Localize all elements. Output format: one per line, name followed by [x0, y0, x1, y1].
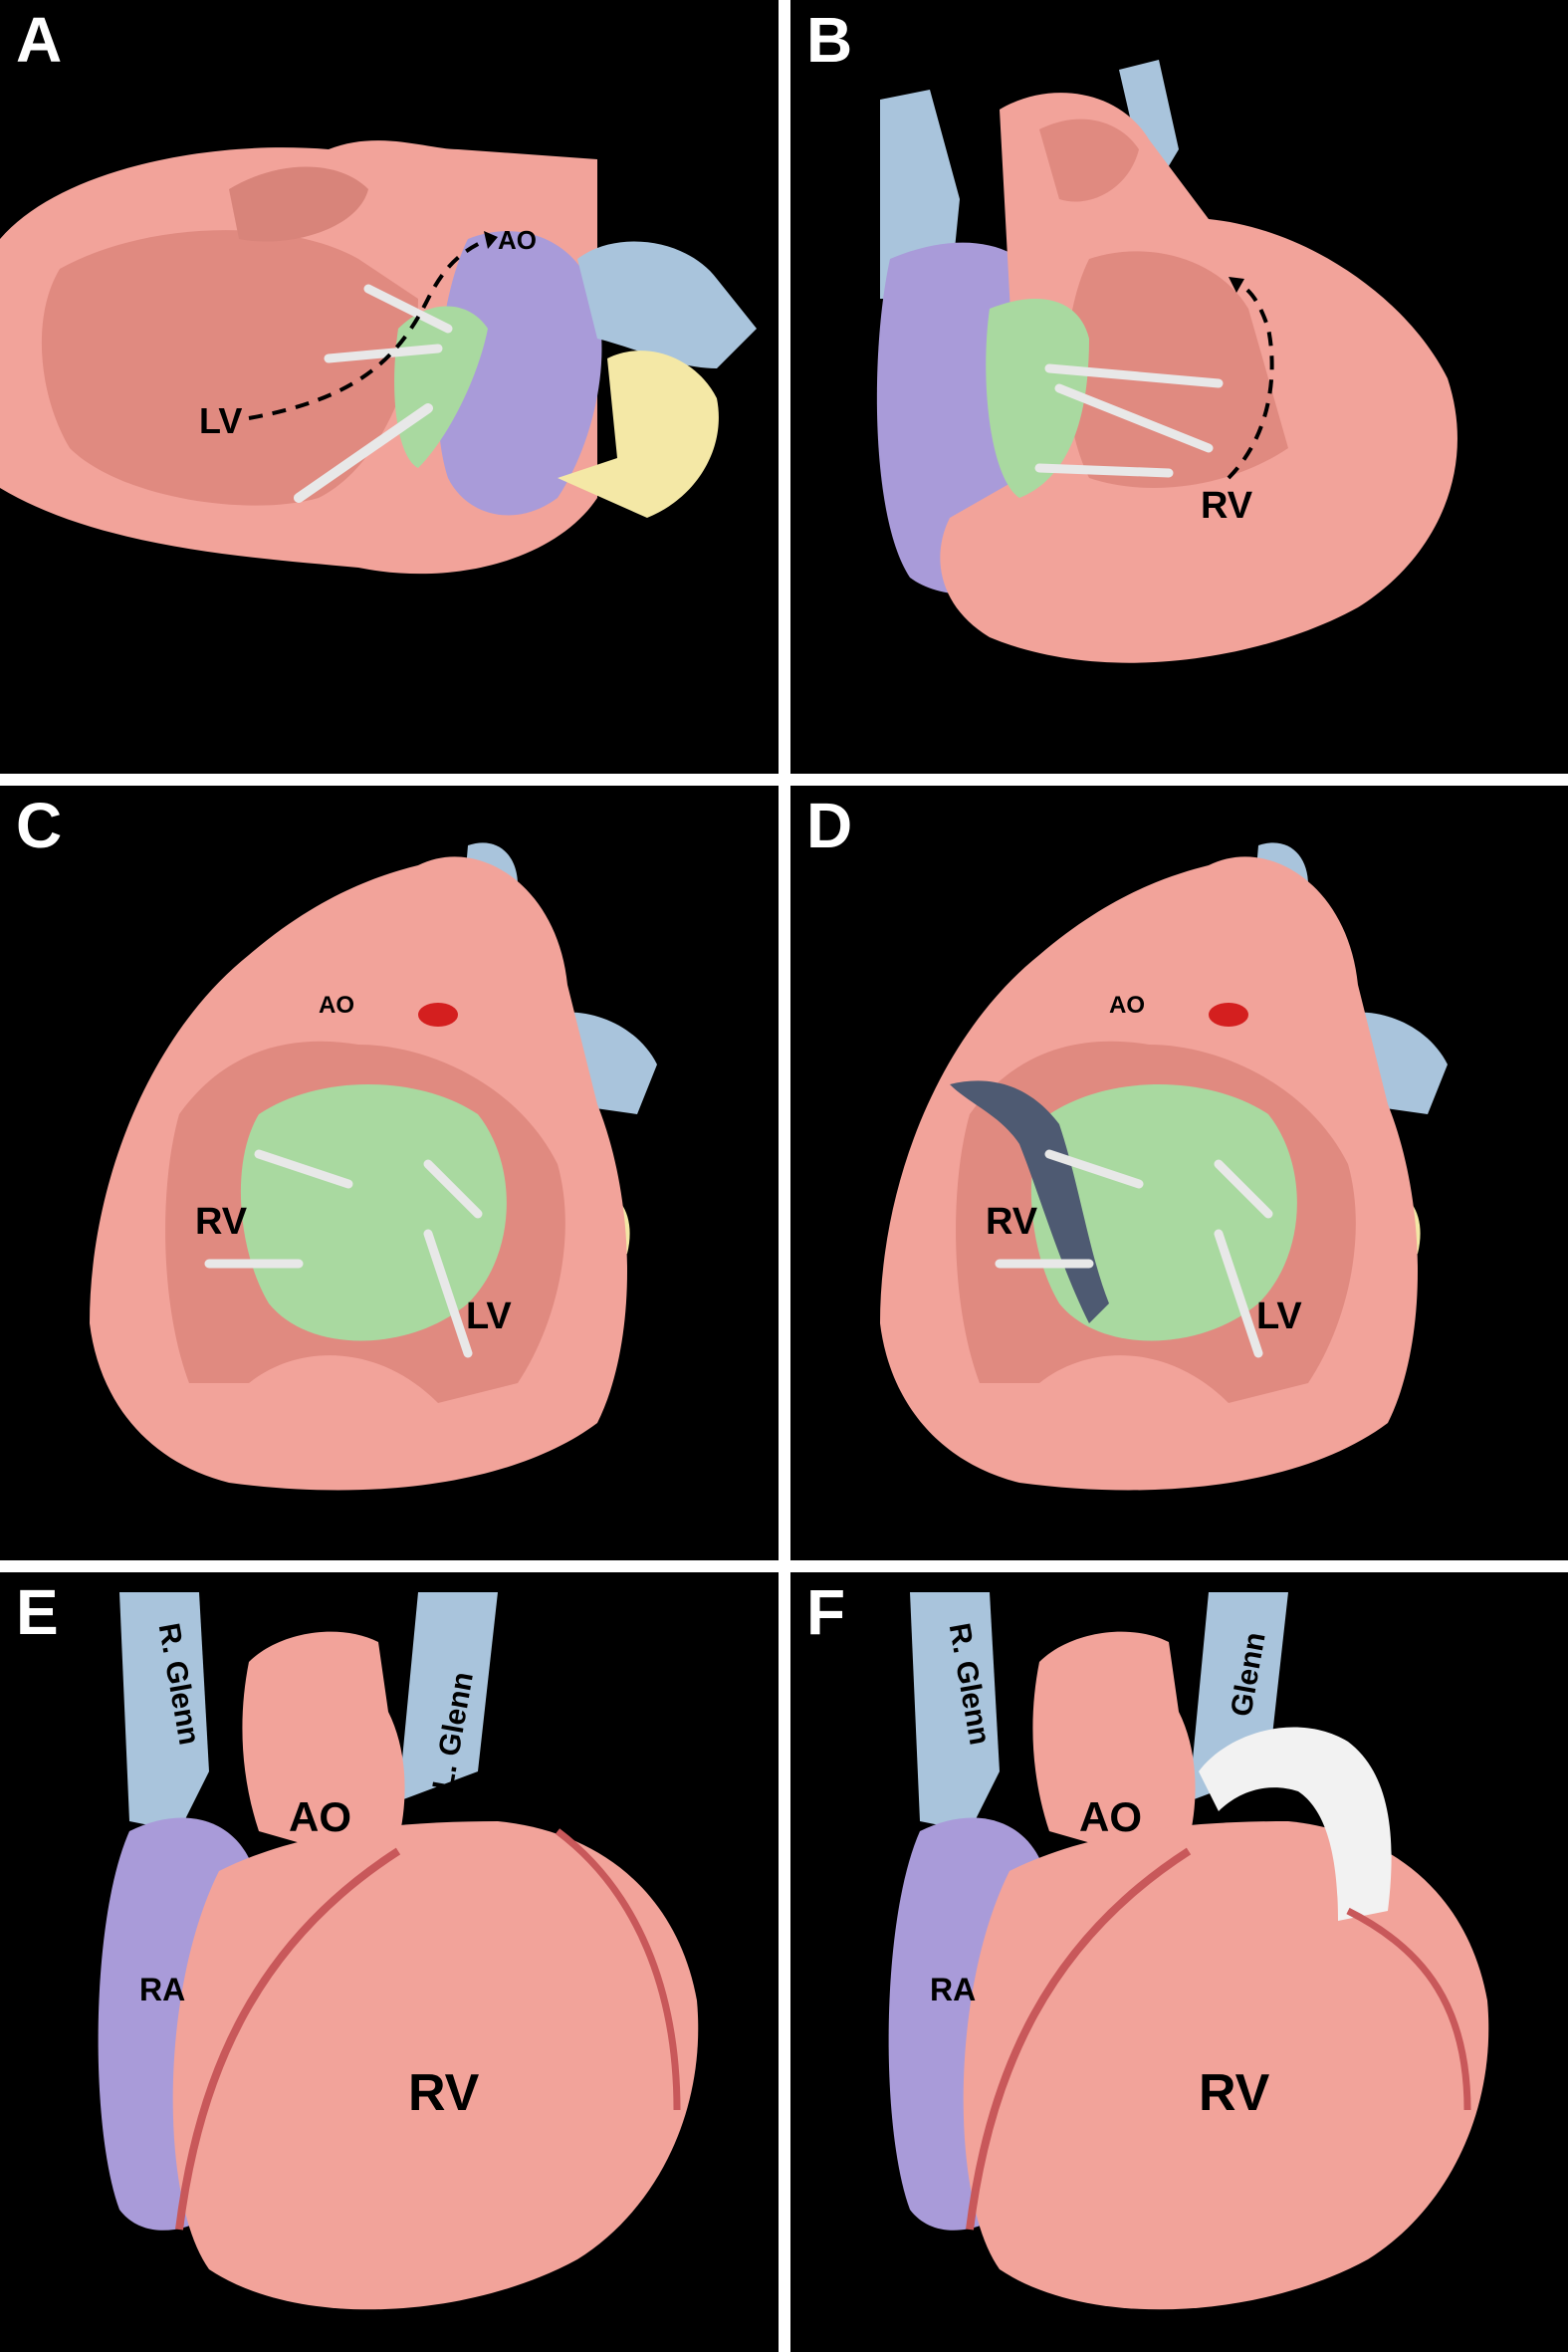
label-lv-d: LV — [1256, 1295, 1302, 1337]
label-ao-f: AO — [1079, 1793, 1142, 1840]
panel-f: R. Glenn Glenn AO RA RV F — [790, 1572, 1568, 2352]
heart-model-a: AO LV — [0, 140, 757, 575]
panel-b: RV B — [790, 0, 1568, 774]
panel-letter-c: C — [16, 790, 63, 861]
label-rv-b: RV — [1201, 485, 1253, 527]
panel-e: R. Glenn L. Glenn AO RA RV E — [0, 1572, 779, 2352]
panel-letter-a: A — [16, 4, 63, 76]
panel-d: AO RV LV D — [790, 786, 1568, 1560]
heart-model-d: AO RV LV — [880, 842, 1448, 1491]
label-ao-e: AO — [289, 1793, 351, 1840]
panel-letter-d: D — [806, 790, 853, 861]
label-ao-c: AO — [319, 992, 354, 1019]
label-rv-e: RV — [408, 2064, 480, 2122]
label-ra-f: RA — [930, 1972, 976, 2007]
heart-model-f: R. Glenn Glenn AO RA RV — [888, 1592, 1489, 2310]
label-ao-a: AO — [498, 225, 537, 255]
label-ao-d: AO — [1109, 992, 1145, 1019]
panel-letter-e: E — [16, 1576, 59, 1648]
panel-c: AO RV LV C — [0, 786, 779, 1560]
panel-letter-b: B — [806, 4, 853, 76]
label-lv-c: LV — [466, 1295, 512, 1337]
panel-letter-f: F — [806, 1576, 846, 1648]
label-lv-a: LV — [199, 400, 242, 441]
label-rv-c: RV — [195, 1201, 248, 1243]
heart-model-c: AO RV LV — [90, 842, 657, 1491]
heart-model-b: RV — [876, 60, 1457, 663]
panel-a: AO LV A — [0, 0, 779, 774]
label-ra-e: RA — [139, 1972, 185, 2007]
label-rv-f: RV — [1199, 2064, 1270, 2122]
heart-model-e: R. Glenn L. Glenn AO RA RV — [98, 1592, 699, 2310]
label-rv-d: RV — [986, 1201, 1038, 1243]
